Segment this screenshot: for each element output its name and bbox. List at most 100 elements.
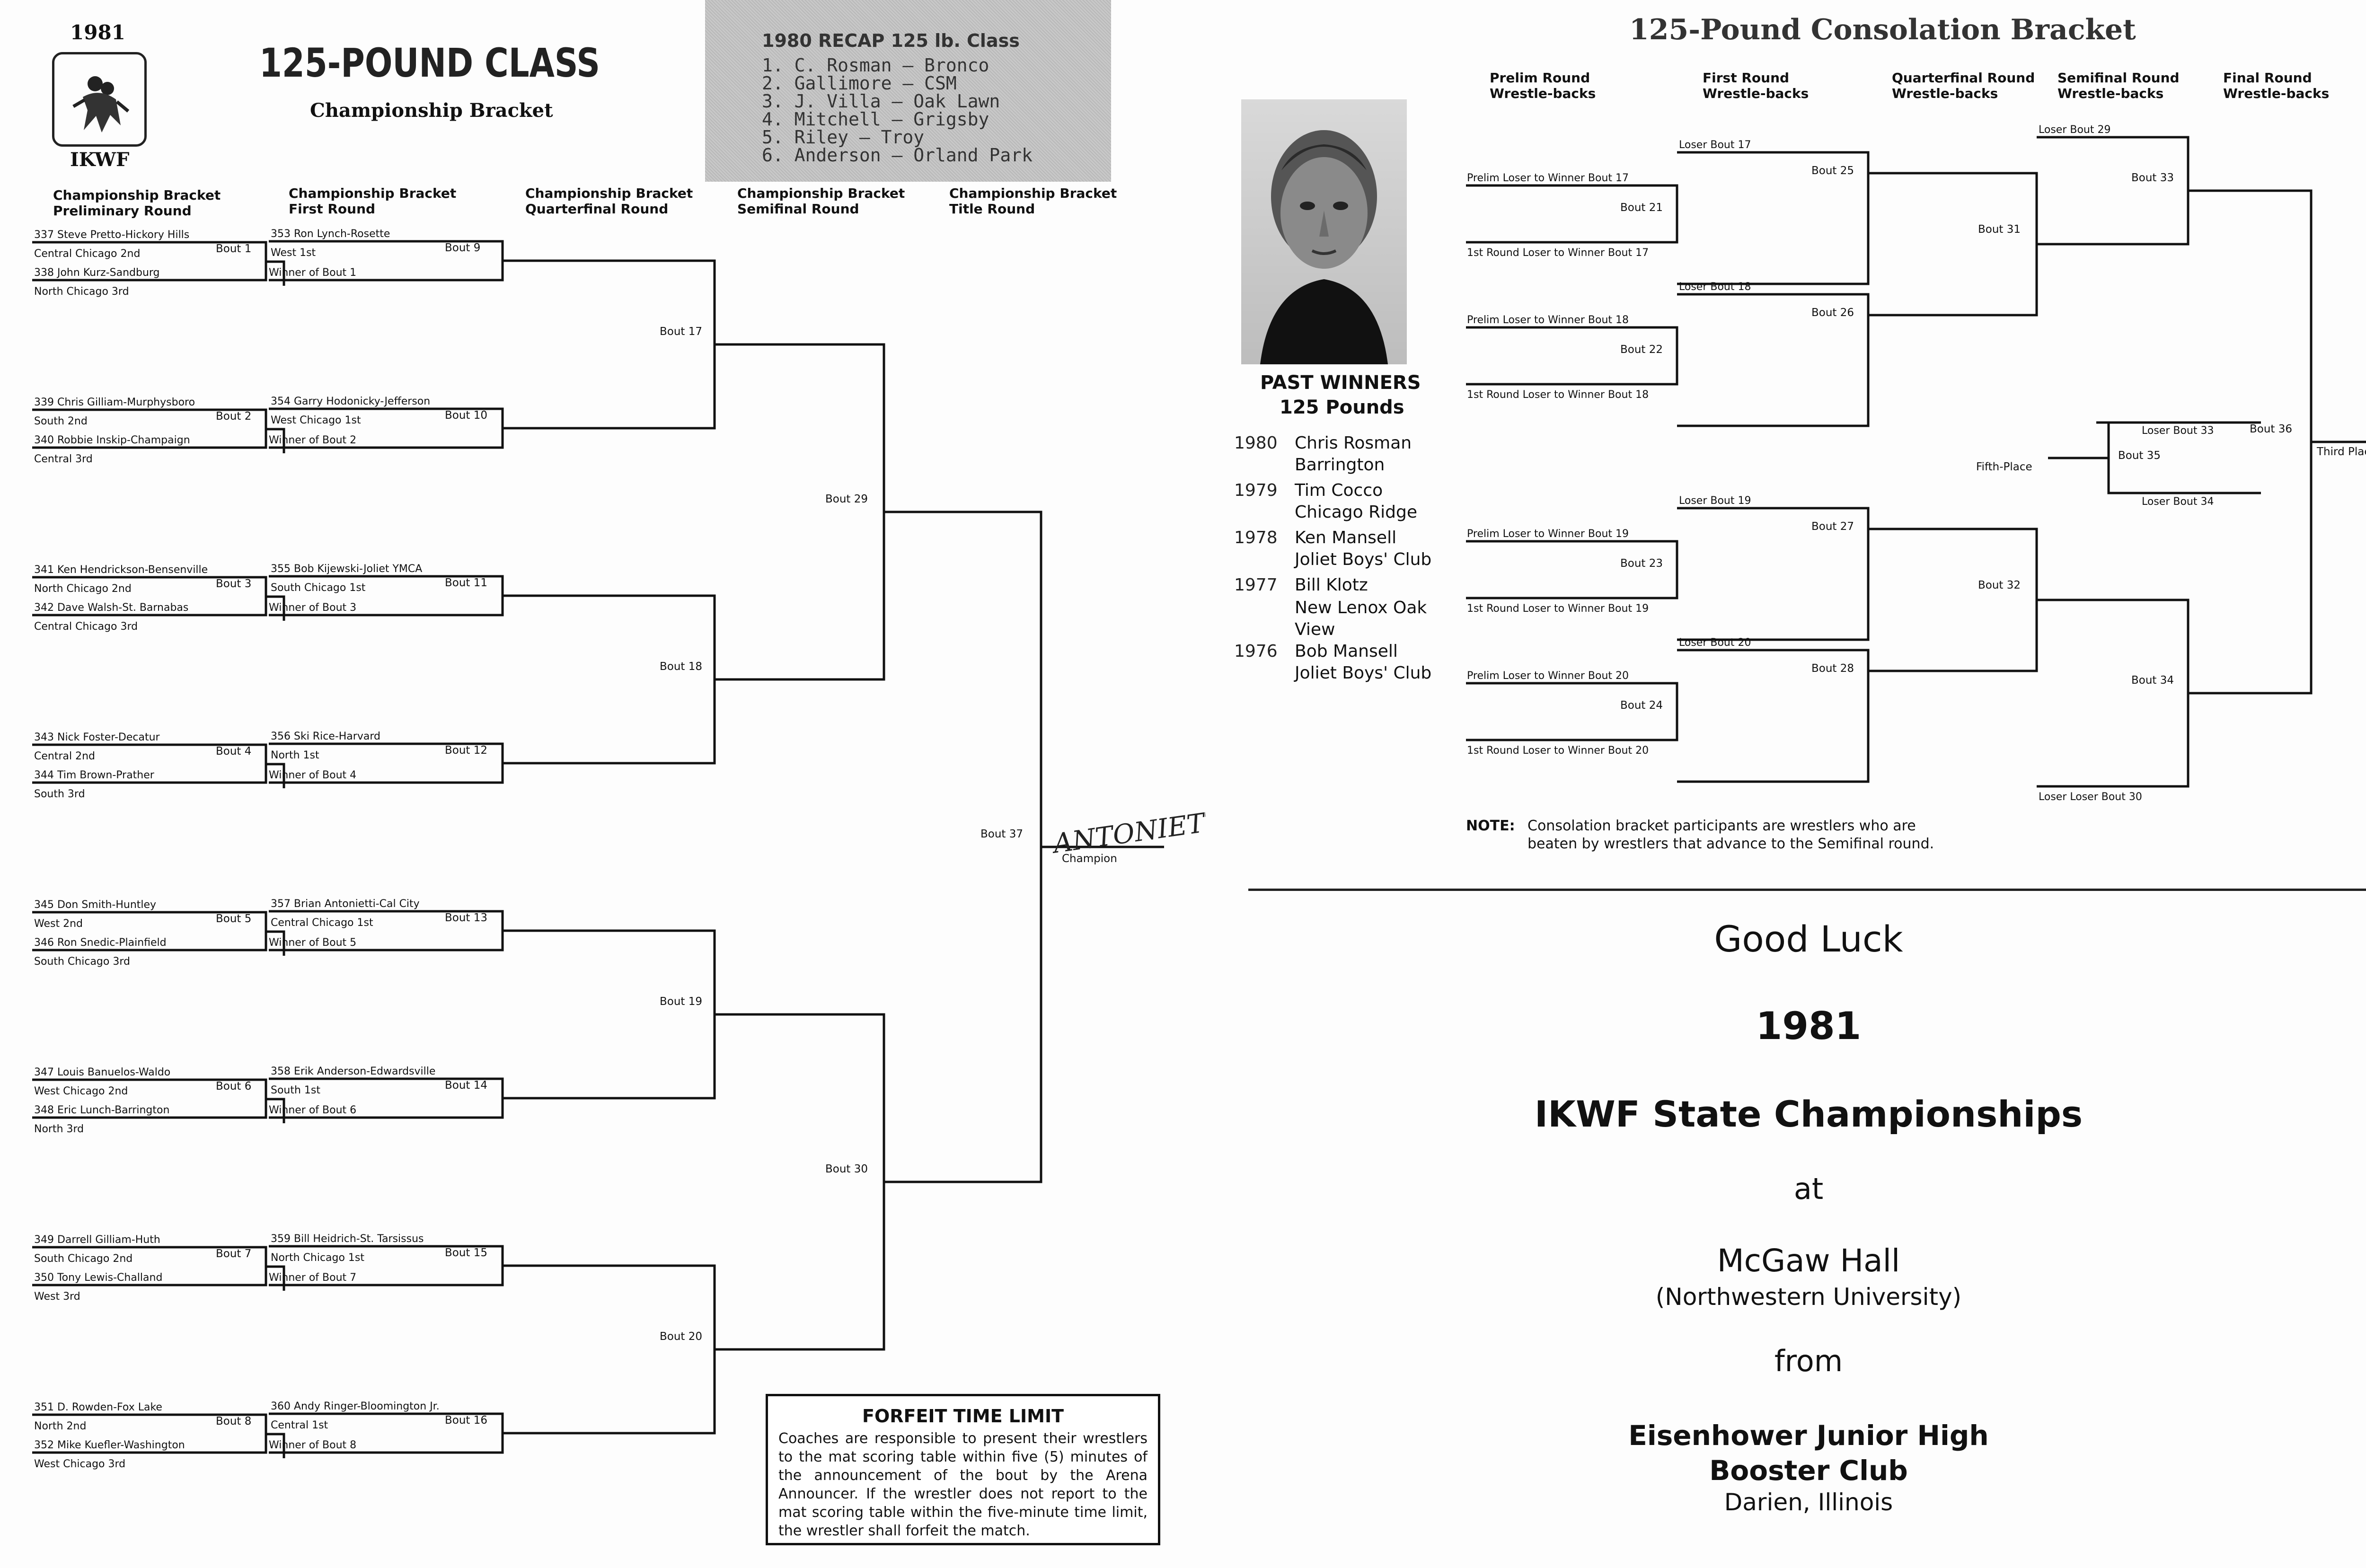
wb-entrant: 1st Round Loser to Winner Bout 19	[1467, 603, 1649, 615]
bout-label: Bout 31	[1978, 223, 2021, 236]
past-winner-year: 1978	[1234, 528, 1278, 547]
quarter-wb-line	[1868, 528, 2038, 672]
prelim-winner-line	[266, 1265, 285, 1291]
semifinal-line	[715, 1013, 885, 1351]
bout-label: Bout 35	[2118, 449, 2161, 462]
prelim-winner-line	[266, 763, 285, 788]
title-round-line	[884, 511, 1042, 1183]
quarterfinal-line	[503, 259, 716, 430]
bout-label: Bout 5	[216, 913, 252, 925]
wb-entrant: Prelim Loser to Winner Bout 19	[1467, 528, 1629, 540]
past-winners-title: PAST WINNERS	[1260, 372, 1421, 394]
entrant-name: 355 Bob Kijewski-Joliet YMCA	[271, 563, 423, 575]
sponsor-line: Booster Club	[1709, 1454, 1908, 1487]
recap-item: 1. C. Rosman — Bronco	[762, 55, 989, 76]
past-winner-name: Bill Klotz	[1295, 575, 1368, 595]
champion-label: Champion	[1062, 853, 1117, 865]
entrant-qualifier: South Chicago 2nd	[34, 1253, 133, 1265]
semifinal-line	[715, 343, 885, 681]
bout-label: Bout 24	[1620, 699, 1663, 712]
place-label: Third Place	[2317, 446, 2366, 458]
wb-entrant: 1st Round Loser to Winner Bout 18	[1467, 389, 1649, 401]
entrant-name: 339 Chris Gilliam-Murphysboro	[34, 396, 195, 408]
wb-entrant: Prelim Loser to Winner Bout 18	[1467, 314, 1629, 326]
consolation-bracket-lines	[1466, 136, 2366, 788]
entrant-name: 353 Ron Lynch-Rosette	[271, 228, 390, 240]
wb-entrant: 1st Round Loser to Winner Bout 20	[1467, 745, 1649, 757]
prelim-wb-line	[1466, 682, 1678, 741]
past-winner-club: Barrington	[1295, 455, 1385, 475]
bout-label: Bout 30	[825, 1163, 868, 1175]
bout-label: Bout 34	[2131, 674, 2174, 687]
semi-wb-line	[2037, 136, 2189, 246]
entrant-qualifier: West Chicago 2nd	[34, 1085, 128, 1097]
entrant-name: 356 Ski Rice-Harvard	[271, 731, 380, 742]
entrant-qualifier: South 2nd	[34, 415, 88, 427]
bout-label: Bout 12	[445, 744, 488, 757]
entrant-name: 337 Steve Pretto-Hickory Hills	[34, 229, 190, 241]
quarterfinal-line	[503, 1264, 716, 1435]
entrant-name: 360 Andy Ringer-Bloomington Jr.	[271, 1401, 440, 1412]
bout-label: Bout 15	[445, 1247, 488, 1259]
divider	[1248, 889, 2366, 891]
wb-entrant: Loser Bout 33	[2142, 425, 2214, 437]
entrant-name: 344 Tim Brown-Prather	[34, 769, 154, 781]
past-winner-year: 1977	[1234, 575, 1278, 595]
page-subtitle: Championship Bracket	[310, 99, 553, 122]
fifth-place-line	[2096, 421, 2261, 494]
past-winner-name: Bob Mansell	[1295, 642, 1398, 661]
bout-label: Bout 37	[980, 828, 1024, 840]
entrant-qualifier: South 1st	[271, 1084, 321, 1096]
bout-label: Bout 7	[216, 1248, 252, 1260]
prelim-winner-line	[266, 1098, 285, 1123]
wb-entrant: Prelim Loser to Winner Bout 17	[1467, 172, 1629, 184]
entrant-name: 354 Garry Hodonicky-Jefferson	[271, 396, 431, 407]
entrant-name: 349 Darrell Gilliam-Huth	[34, 1234, 160, 1246]
entrant-name: 345 Don Smith-Huntley	[34, 899, 157, 911]
prelim-winner-line	[266, 930, 285, 956]
entrant-name: 351 D. Rowden-Fox Lake	[34, 1401, 162, 1413]
bout-label: Bout 13	[445, 912, 488, 924]
bout-label: Bout 21	[1620, 202, 1663, 214]
header-year: 1981	[70, 21, 125, 44]
quarter-wb-line	[1868, 172, 2038, 317]
bout-label: Bout 18	[660, 661, 703, 673]
entrant-qualifier: Central 3rd	[34, 453, 93, 465]
recap-item: 3. J. Villa — Oak Lawn	[762, 91, 1000, 112]
prelim-wb-line	[1466, 326, 1678, 386]
bout-label: Bout 14	[445, 1079, 488, 1092]
winner-label: Winner of Bout 5	[269, 937, 357, 949]
bout-label: Bout 16	[445, 1414, 488, 1427]
header-org: IKWF	[70, 149, 130, 171]
winner-label: Winner of Bout 4	[269, 769, 357, 781]
bout-label: Bout 25	[1811, 165, 1854, 177]
entrant-qualifier: Central Chicago 1st	[271, 917, 373, 929]
winner-label: Winner of Bout 2	[269, 434, 357, 446]
past-winner-club: Joliet Boys' Club	[1295, 663, 1432, 683]
bout-label: Bout 8	[216, 1415, 252, 1427]
entrant-qualifier: Central 1st	[271, 1419, 328, 1431]
event-year: 1981	[1756, 1004, 1862, 1048]
event-from: from	[1774, 1344, 1843, 1378]
entrant-qualifier: North 3rd	[34, 1123, 84, 1135]
entrant-name: 357 Brian Antonietti-Cal City	[271, 898, 420, 910]
entrant-name: 340 Robbie Inskip-Champaign	[34, 434, 190, 446]
forfeit-title: FORFEIT TIME LIMIT	[862, 1406, 1064, 1427]
entrant-name: 342 Dave Walsh-St. Barnabas	[34, 602, 189, 614]
wb-entrant: Loser Bout 29	[2039, 124, 2111, 136]
entrant-qualifier: North Chicago 2nd	[34, 583, 132, 595]
entrant-qualifier: South Chicago 1st	[271, 582, 366, 594]
venue: McGaw Hall	[1717, 1242, 1900, 1279]
wrestlers-logo-icon	[52, 52, 147, 147]
third-place-line	[2188, 189, 2313, 695]
note-text-line: beaten by wrestlers that advance to the …	[1527, 836, 1934, 852]
wb-entrant: Loser Bout 20	[1679, 637, 1751, 649]
quarterfinal-line	[503, 594, 716, 765]
bout-label: Bout 28	[1811, 662, 1854, 675]
recap-item: 6. Anderson — Orland Park	[762, 145, 1033, 166]
past-winner-year: 1979	[1234, 481, 1278, 500]
past-winner-name: Ken Mansell	[1295, 528, 1397, 547]
